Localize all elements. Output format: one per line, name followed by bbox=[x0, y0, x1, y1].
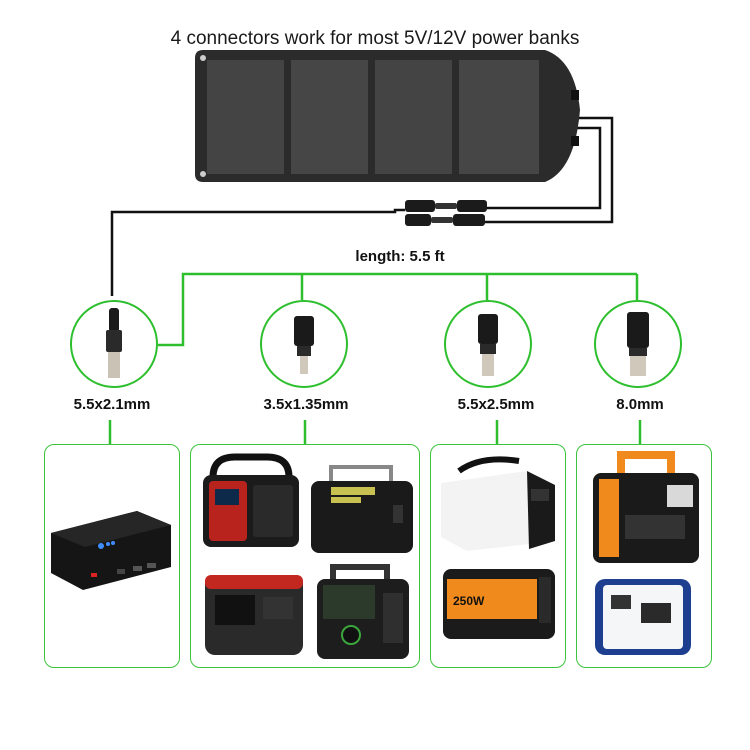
device-group-4 bbox=[576, 444, 712, 668]
solar-panel-icon bbox=[195, 50, 580, 182]
green-bus-line bbox=[158, 272, 637, 347]
power-bank-icon bbox=[51, 511, 171, 590]
orange-large-power-station-icon bbox=[593, 451, 699, 563]
headline: 4 connectors work for most 5V/12V power … bbox=[170, 28, 580, 49]
input-cable bbox=[110, 208, 405, 296]
connector-size-label: 8.0mm bbox=[616, 396, 664, 413]
output-cable bbox=[485, 116, 614, 224]
connector-size-label: 5.5x2.1mm bbox=[73, 396, 151, 413]
dc-plug-3.5x1.35-icon bbox=[294, 316, 314, 374]
connector-circle-3 bbox=[444, 300, 532, 388]
cable-length-label: length: 5.5 ft bbox=[355, 248, 445, 265]
connector-circle-2 bbox=[260, 300, 348, 388]
connector-size-label: 3.5x1.35mm bbox=[263, 396, 349, 413]
output-cable-2 bbox=[485, 126, 602, 210]
mc4-connector-icon bbox=[405, 200, 487, 226]
red-camping-generator-icon bbox=[205, 575, 303, 655]
white-black-power-station-icon bbox=[441, 456, 555, 551]
banner-text: 250W bbox=[453, 594, 485, 608]
connector-size-label: 5.5x2.5mm bbox=[457, 396, 535, 413]
dc-plug-8.0-icon bbox=[627, 312, 649, 376]
dc-plug-5.5x2.1-icon bbox=[106, 308, 122, 378]
connector-circle-1 bbox=[70, 300, 158, 388]
device-group-3: 250W bbox=[430, 444, 566, 668]
blue-white-power-station-icon bbox=[595, 579, 691, 655]
black-portable-power-station-icon bbox=[311, 465, 413, 553]
device-group-1 bbox=[44, 444, 180, 668]
connector-circle-4 bbox=[594, 300, 682, 388]
dc-plug-5.5x2.5-icon bbox=[478, 314, 498, 376]
green-dial-power-station-icon bbox=[317, 564, 409, 659]
orange-power-station-banner-icon: 250W bbox=[443, 569, 555, 639]
device-group-2 bbox=[190, 444, 420, 668]
red-portable-power-station-icon bbox=[203, 453, 299, 547]
